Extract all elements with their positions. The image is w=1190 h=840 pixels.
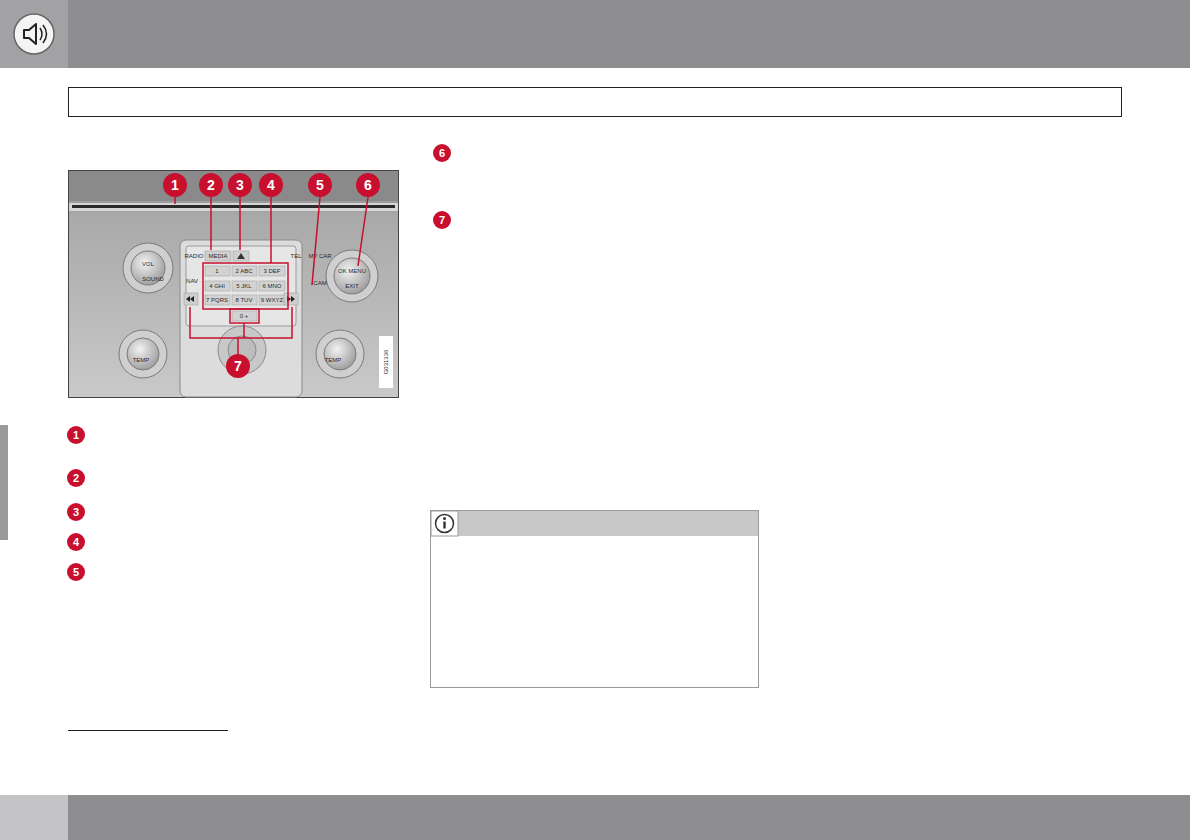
callout-circle: 2 [199, 173, 223, 197]
button-label: RADIO [184, 253, 203, 259]
callout-circle: 5 [67, 563, 85, 581]
button-label: 4 GHI [209, 283, 225, 289]
button-label: 0 + [240, 313, 249, 319]
callout-number: 5 [308, 173, 332, 197]
button-label: 7 PQRS [206, 297, 228, 303]
callout-number: 3 [228, 173, 252, 197]
footnote-rule [68, 730, 228, 731]
figure-code: G031336 [383, 350, 389, 375]
button-label: VOL [142, 261, 154, 267]
button-label: NAV [186, 278, 198, 284]
button-label: MY CAR [308, 253, 331, 259]
callout-number: 3 [67, 503, 85, 521]
button-label: 2 ABC [235, 268, 252, 274]
callout-number: 6 [433, 144, 451, 162]
callout-circle: 5 [308, 173, 332, 197]
button-label: SOUND [142, 276, 164, 282]
header-bar [0, 0, 1190, 68]
callout-number: 5 [67, 563, 85, 581]
footer-bar [0, 795, 1190, 840]
callout-circle: 1 [67, 426, 85, 444]
callout-circle: 7 [226, 354, 250, 378]
button-label: 9 WXYZ [261, 297, 283, 303]
button-label: OK MENU [338, 268, 366, 274]
callout-circle: 4 [67, 533, 85, 551]
callout-circle: 6 [356, 173, 380, 197]
button-label: 6 MNO [262, 283, 281, 289]
button-label: 8 TUV [236, 297, 253, 303]
button-label: TEMP [325, 357, 342, 363]
callout-circle: 3 [67, 503, 85, 521]
callout-number: 1 [67, 426, 85, 444]
callout-circle: 7 [433, 211, 451, 229]
button-label: EXIT [345, 283, 358, 289]
speaker-icon [14, 14, 54, 54]
callout-number: 4 [67, 533, 85, 551]
callout-number: 4 [259, 173, 283, 197]
side-tab [0, 425, 8, 540]
button-label: TEMP [133, 357, 150, 363]
button-label: MEDIA [208, 253, 227, 259]
button-label: 1 [215, 268, 218, 274]
callout-number: 7 [226, 354, 250, 378]
info-box [431, 511, 759, 688]
console-illustration [69, 171, 399, 398]
callout-circle: 6 [433, 144, 451, 162]
callout-number: 7 [433, 211, 451, 229]
button-label: 3 DEF [263, 268, 280, 274]
header-tile [0, 0, 68, 68]
section-frame [69, 88, 1122, 117]
callout-circle: 3 [228, 173, 252, 197]
button-label: 5 JKL [236, 283, 251, 289]
footer-tile [0, 795, 68, 840]
leader-lines [175, 197, 368, 354]
callout-circle: 1 [163, 173, 187, 197]
callout-number: 2 [67, 469, 85, 487]
callout-circle: 4 [259, 173, 283, 197]
callout-number: 6 [356, 173, 380, 197]
button-label: CAM [313, 280, 326, 286]
callout-number: 1 [163, 173, 187, 197]
callout-number: 2 [199, 173, 223, 197]
callout-circle: 2 [67, 469, 85, 487]
button-label: TEL [290, 253, 301, 259]
